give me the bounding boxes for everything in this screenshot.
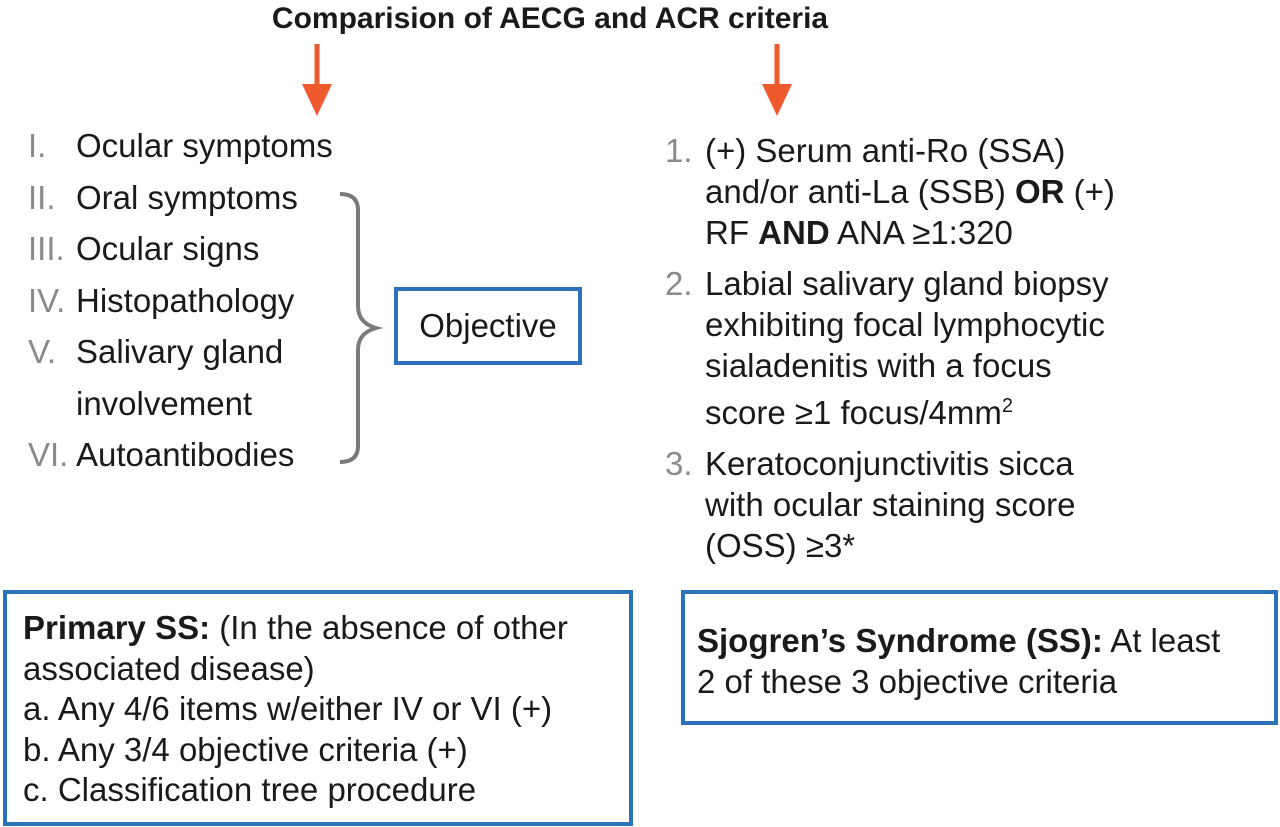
aecg-criteria-list: I. Ocular symptoms II. Oral symptoms III… xyxy=(28,126,333,487)
criterion-number: 2. xyxy=(665,265,693,302)
item-text: Ocular signs xyxy=(76,230,260,267)
criterion-number: 3. xyxy=(665,445,693,482)
criterion-line: (OSS) ≥3* xyxy=(705,527,856,564)
item-text: involvement xyxy=(76,384,253,422)
aecg-item: involvement xyxy=(28,384,252,436)
item-text: Histopathology xyxy=(76,281,295,319)
box-line: associated disease) xyxy=(23,649,315,687)
acr-criterion-2: 2. Labial salivary gland biopsy exhibiti… xyxy=(665,263,1115,433)
superscript: 2 xyxy=(1001,395,1013,417)
sjogren-syndrome-box: Sjogren’s Syndrome (SS): At least 2 of t… xyxy=(681,590,1278,725)
box-text: At least xyxy=(1102,622,1221,659)
box-line: b. Any 3/4 objective criteria (+) xyxy=(23,730,468,768)
criterion-number: 1. xyxy=(665,132,693,169)
criterion-line: RF AND ANA ≥1:320 xyxy=(705,212,1115,253)
item-numeral: III. xyxy=(28,230,65,267)
box-line: a. Any 4/6 items w/either IV or VI (+) xyxy=(23,690,553,727)
criterion-text: and/or anti-La (SSB) xyxy=(705,173,1015,210)
criterion-line: (+) Serum anti-Ro (SSA) xyxy=(705,132,1066,169)
item-numeral: V. xyxy=(28,333,57,370)
aecg-item: VI. Autoantibodies xyxy=(28,435,294,487)
acr-criterion-3: 3. Keratoconjunctivitis sicca with ocula… xyxy=(665,443,1115,566)
primary-ss-box: Primary SS: (In the absence of other ass… xyxy=(3,590,633,826)
criterion-line: sialadenitis with a focus xyxy=(705,347,1052,384)
criterion-text: score ≥1 focus/4mm xyxy=(705,394,1002,431)
box-line: 2 of these 3 objective criteria xyxy=(697,663,1118,700)
criterion-line: Labial salivary gland biopsy xyxy=(705,265,1109,302)
box-line: c. Classification tree procedure xyxy=(23,771,477,808)
aecg-item: IV. Histopathology xyxy=(28,281,294,333)
criterion-line: Keratoconjunctivitis sicca xyxy=(705,445,1074,482)
item-numeral: VI. xyxy=(28,436,69,473)
aecg-item: V. Salivary gland xyxy=(28,332,283,384)
item-numeral: II. xyxy=(28,178,56,216)
item-text: Autoantibodies xyxy=(76,436,295,473)
sjogren-label: Sjogren’s Syndrome (SS): xyxy=(697,622,1103,659)
or-keyword: OR xyxy=(1015,173,1065,210)
aecg-item: III. Ocular signs xyxy=(28,229,259,281)
criterion-text: ANA ≥1:320 xyxy=(829,214,1013,251)
and-keyword: AND xyxy=(758,214,830,251)
criterion-text: (+) xyxy=(1064,173,1115,210)
item-text: Salivary gland xyxy=(76,333,284,370)
box-line: Primary SS: (In the absence of other xyxy=(23,608,629,649)
item-text: Oral symptoms xyxy=(76,178,298,216)
criterion-line: and/or anti-La (SSB) OR (+) xyxy=(705,171,1115,212)
diagram-title: Comparision of AECG and ACR criteria xyxy=(271,2,829,35)
criterion-line: score ≥1 focus/4mm2 xyxy=(705,386,1115,433)
primary-ss-label: Primary SS: xyxy=(23,609,211,646)
box-line: Sjogren’s Syndrome (SS): At least xyxy=(697,620,1274,661)
aecg-item: I. Ocular symptoms xyxy=(28,126,333,178)
curly-brace-icon xyxy=(339,192,384,464)
item-numeral: I. xyxy=(28,127,47,164)
box-text: (In the absence of other xyxy=(210,609,568,646)
item-text: Ocular symptoms xyxy=(76,127,333,164)
criterion-line: with ocular staining score xyxy=(705,486,1076,523)
aecg-item: II. Oral symptoms xyxy=(28,178,298,230)
acr-criteria-list: 1. (+) Serum anti-Ro (SSA) and/or anti-L… xyxy=(665,130,1115,576)
left-arrow-icon xyxy=(302,44,332,116)
right-arrow-icon xyxy=(762,44,792,116)
acr-criterion-1: 1. (+) Serum anti-Ro (SSA) and/or anti-L… xyxy=(665,130,1115,253)
criterion-text: RF xyxy=(705,214,759,251)
objective-box: Objective xyxy=(394,287,582,365)
item-numeral: IV. xyxy=(28,281,66,319)
criterion-line: exhibiting focal lymphocytic xyxy=(705,306,1105,343)
